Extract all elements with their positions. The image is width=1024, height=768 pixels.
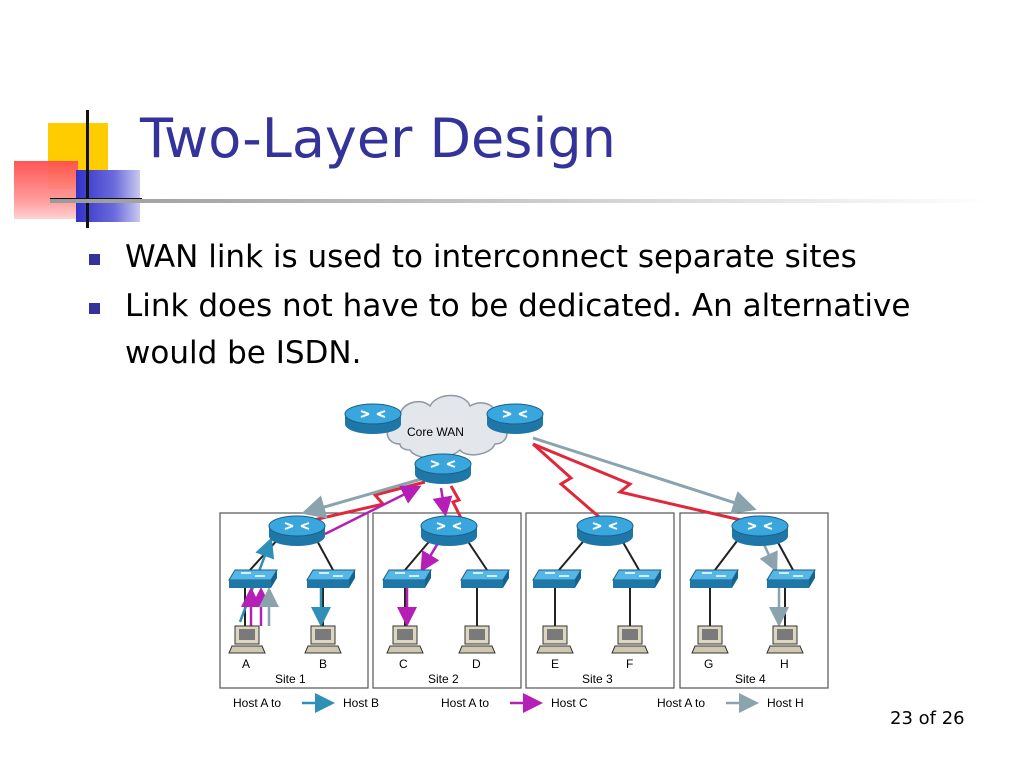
decor-vertical-line [86, 110, 89, 228]
traffic-arrow-gray [532, 436, 757, 514]
bullet-square-icon [89, 254, 100, 265]
pc-icon [458, 625, 496, 654]
pc-icon [386, 625, 424, 654]
legend-to: Host C [551, 696, 588, 710]
wan-cloud: Core WAN [386, 394, 508, 459]
router-icon [420, 515, 478, 546]
host-label: H [780, 657, 789, 671]
router-icon [268, 515, 326, 546]
host-label: F [626, 657, 633, 671]
switch-icon [382, 569, 432, 588]
switch-icon [689, 569, 739, 588]
slide-title: Two-Layer Design [140, 107, 616, 170]
site-label: Site 2 [428, 672, 459, 686]
switch-icon [306, 569, 356, 588]
legend-from: Host A to [441, 696, 489, 710]
router-icon [344, 403, 402, 434]
host-label: C [399, 657, 408, 671]
legend: Host A to Host B Host A to Host C Host A… [233, 693, 804, 713]
cloud-label: Core WAN [407, 425, 464, 439]
switch-icon [766, 569, 816, 588]
wan-link [531, 442, 606, 524]
pc-icon [611, 625, 649, 654]
host-label: E [551, 657, 559, 671]
host-label: D [472, 657, 481, 671]
bullet-item: WAN link is used to interconnect separat… [88, 234, 988, 281]
bullet-text: WAN link is used to interconnect separat… [125, 239, 857, 275]
host-label: A [242, 657, 250, 671]
pc-icon [691, 625, 729, 654]
bullet-list: WAN link is used to interconnect separat… [88, 234, 988, 379]
decor-red-square [14, 161, 78, 219]
pc-icon [304, 625, 342, 654]
bullet-text: Link does not have to be dedicated. An a… [125, 288, 911, 371]
legend-to: Host H [767, 696, 804, 710]
pc-icon [228, 625, 266, 654]
link [558, 536, 588, 571]
switch-icon [612, 569, 662, 588]
site-label: Site 1 [275, 672, 306, 686]
host-label: B [319, 657, 327, 671]
site-label: Site 4 [735, 672, 766, 686]
bullet-square-icon [89, 303, 100, 314]
link [714, 536, 741, 571]
wan-link [449, 485, 463, 519]
traffic-arrow-magenta [432, 487, 453, 517]
legend-to: Host B [343, 696, 379, 710]
site-label: Site 3 [582, 672, 613, 686]
wan-link [532, 442, 759, 526]
network-diagram: Core WAN [219, 394, 829, 713]
traffic-arrow-magenta [324, 485, 422, 536]
page-number: 23 of 26 [890, 708, 965, 729]
title-underline [50, 199, 990, 203]
traffic-arrow-gray [301, 476, 426, 519]
switch-icon [228, 569, 278, 588]
host-label: G [704, 657, 713, 671]
router-icon [576, 515, 634, 546]
bullet-item: Link does not have to be dedicated. An a… [88, 283, 988, 377]
wan-links [304, 442, 759, 526]
pc-icon [766, 625, 804, 654]
router-icon [414, 453, 472, 484]
switch-icon [460, 569, 510, 588]
router-icon [486, 403, 544, 434]
switch-icon [532, 569, 582, 588]
legend-from: Host A to [233, 696, 281, 710]
router-icon [731, 515, 789, 546]
legend-from: Host A to [657, 696, 705, 710]
pc-icon [536, 625, 574, 654]
